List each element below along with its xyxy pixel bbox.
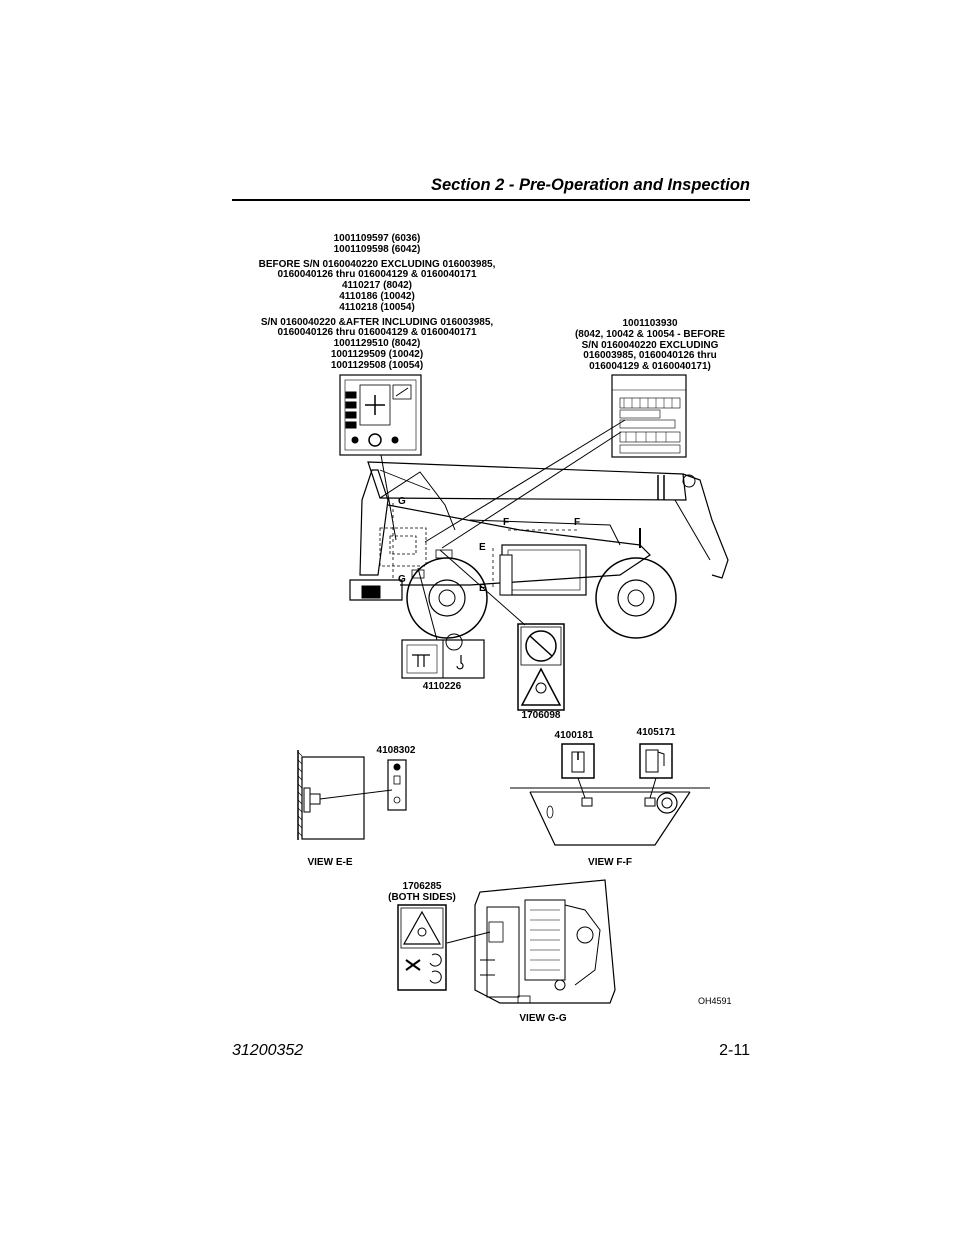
page-number: 2-11 bbox=[719, 1042, 750, 1059]
label-line: 0160040126 thru 016004129 & 0160040171 bbox=[277, 269, 477, 281]
label-decal-1706285: 1706285 (BOTH SIDES) bbox=[372, 881, 472, 904]
section-mark-e-top: E bbox=[479, 542, 486, 553]
label-line: 1001129508 (10054) bbox=[330, 359, 424, 371]
label-line: 1001129510 (8042) bbox=[333, 338, 421, 350]
section-mark-g-top: G bbox=[398, 496, 406, 507]
view-ff-illustration bbox=[510, 743, 710, 846]
label-line: 4110217 (8042) bbox=[341, 280, 413, 292]
label-decal-4108302: 4108302 bbox=[376, 745, 416, 756]
section-header: Section 2 - Pre-Operation and Inspection bbox=[430, 176, 750, 194]
operation-chart-decal bbox=[611, 374, 687, 458]
section-mark-f-left: F bbox=[503, 517, 510, 528]
label-decal-4105171: 4105171 bbox=[636, 727, 676, 738]
header-rule bbox=[232, 199, 750, 201]
figure-code: OH4591 bbox=[698, 996, 732, 1006]
label-line: 1001109597 (6036) bbox=[333, 233, 421, 244]
label-view-gg: VIEW G-G bbox=[519, 1013, 567, 1024]
section-mark-e-bottom: E bbox=[479, 583, 486, 594]
view-gg-illustration bbox=[446, 879, 616, 1004]
telehandler-illustration bbox=[349, 461, 729, 639]
label-line: 4110186 (10042) bbox=[339, 290, 415, 302]
label-line: 016004129 & 0160040171) bbox=[589, 361, 711, 373]
label-top-center-block: 1001109597 (6036) 1001109598 (6042) BEFO… bbox=[247, 233, 507, 372]
label-line: BEFORE S/N 0160040220 EXCLUDING 01600398… bbox=[258, 258, 496, 270]
label-decal-4110226: 4110226 bbox=[422, 681, 462, 692]
label-line: (BOTH SIDES) bbox=[388, 891, 456, 903]
control-panel-decal bbox=[339, 374, 422, 456]
label-line: S/N 0160040220 EXCLUDING bbox=[581, 339, 719, 351]
label-line: 4110218 (10054) bbox=[339, 301, 415, 313]
section-mark-f-right: F bbox=[574, 517, 581, 528]
decal-1706098 bbox=[517, 623, 565, 711]
label-line: 1001109598 (6042) bbox=[333, 243, 421, 255]
label-line: (8042, 10042 & 10054 - BEFORE bbox=[574, 328, 726, 340]
label-view-ee: VIEW E-E bbox=[307, 857, 353, 868]
label-line: 1001129509 (10042) bbox=[330, 348, 424, 360]
section-mark-g-bottom: G bbox=[398, 574, 406, 585]
label-line: 016003985, 0160040126 thru bbox=[583, 350, 717, 362]
front-wheel bbox=[595, 557, 677, 639]
label-line: 1001103930 bbox=[622, 318, 678, 329]
decal-4110226 bbox=[401, 633, 485, 679]
view-ee-illustration bbox=[297, 750, 407, 840]
label-view-ff: VIEW F-F bbox=[588, 857, 632, 868]
document-number: 31200352 bbox=[232, 1042, 304, 1059]
decal-1706285 bbox=[397, 904, 447, 991]
label-decal-4100181: 4100181 bbox=[554, 730, 594, 741]
label-line: 0160040126 thru 016004129 & 0160040171 bbox=[277, 327, 477, 339]
label-line: 1706285 bbox=[402, 881, 442, 892]
rear-wheel bbox=[406, 557, 488, 639]
label-top-right-block: 1001103930 (8042, 10042 & 10054 - BEFORE… bbox=[560, 318, 740, 373]
label-line: S/N 0160040220 &AFTER INCLUDING 01600398… bbox=[260, 316, 494, 328]
label-decal-1706098: 1706098 bbox=[521, 710, 561, 721]
